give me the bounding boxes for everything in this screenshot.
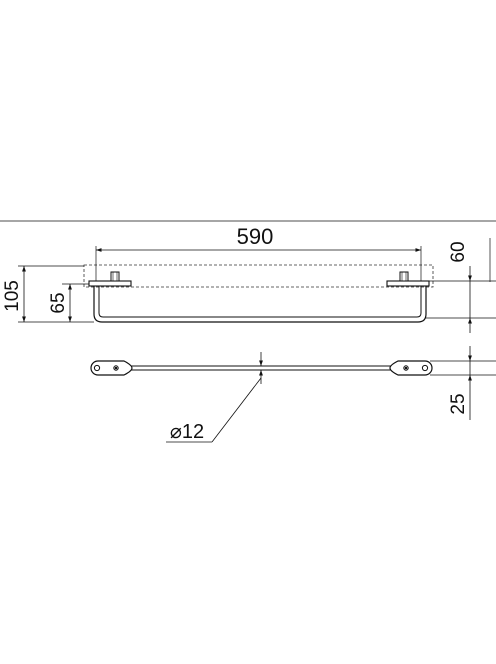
overall-height-105-label: 105 <box>2 280 23 312</box>
front-view <box>0 220 496 333</box>
bracket-depth-25-label: 25 <box>448 393 469 414</box>
width-590-label: 590 <box>237 224 274 249</box>
right-screw <box>399 271 409 282</box>
bar-diameter-label: ⌀12 <box>170 421 204 443</box>
left-screw <box>110 271 120 282</box>
left-bracket <box>90 360 133 376</box>
right-bracket-hole-center <box>404 366 408 370</box>
towel-bar-outer <box>93 286 427 323</box>
left-bracket-hole-center <box>114 366 118 370</box>
right-bracket <box>389 360 433 376</box>
top-view <box>90 346 496 443</box>
left-bracket-hole-1 <box>93 364 101 372</box>
top-offset-60-label: 60 <box>448 241 469 262</box>
left-wall-plate <box>88 280 132 287</box>
right-wall-plate <box>386 280 430 287</box>
left-bracket-hole-2 <box>113 365 119 371</box>
diameter-leader <box>211 377 262 443</box>
mounting-area-hidden-outline <box>83 264 434 288</box>
right-bracket-hole-1 <box>421 364 429 372</box>
right-bracket-hole-2 <box>403 365 409 371</box>
bar-height-65-label: 65 <box>48 292 69 313</box>
towel-bar-inner <box>98 286 422 318</box>
